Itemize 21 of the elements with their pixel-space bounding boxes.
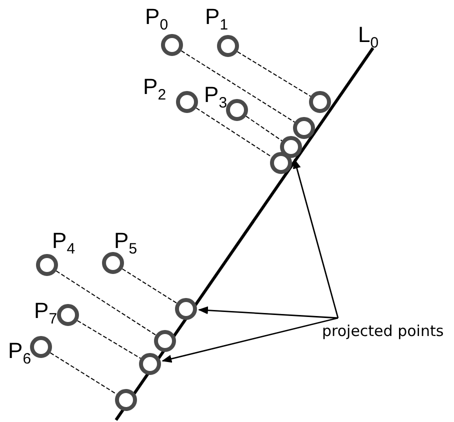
point-label: P$_{1}$: [205, 6, 228, 32]
projection-line: [180, 50, 296, 123]
point-label: P$_{7}$: [34, 300, 58, 326]
arrow: [198, 306, 338, 319]
point-label: P$_{2}$: [143, 76, 166, 102]
point-label: P$_{4}$: [52, 230, 76, 256]
projection-line: [196, 108, 272, 158]
point-label: P$_{0}$: [145, 6, 168, 32]
arrow: [292, 158, 339, 318]
point-label: P$_{6}$: [8, 340, 32, 366]
callout-text: projected points: [322, 322, 444, 340]
arrow: [162, 317, 338, 363]
projection-line: [236, 51, 312, 97]
point-label: P$_{3}$: [204, 84, 228, 110]
point-label: P$_{5}$: [114, 230, 138, 256]
projection-line: [50, 352, 118, 395]
line-label: L$_{0}$: [358, 24, 379, 50]
projection-line: [246, 116, 282, 142]
projection-line: [122, 268, 178, 304]
projection-line: [76, 320, 142, 359]
projection-line: [56, 270, 156, 336]
